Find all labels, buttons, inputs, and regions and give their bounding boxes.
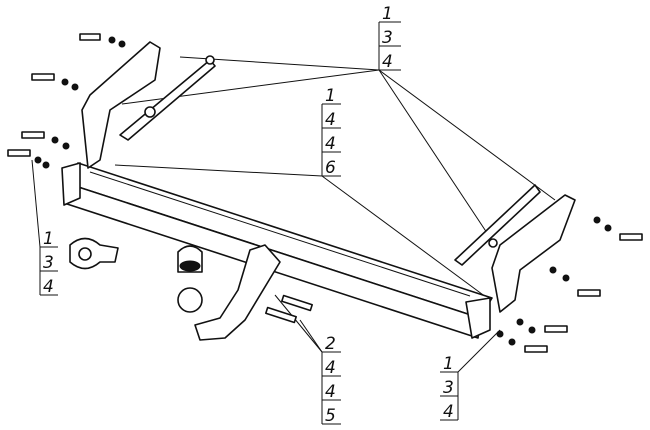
callout-number: 2 [325,334,336,354]
callout-number: 4 [443,402,454,422]
callout-top-right: 1 3 4 [378,4,401,72]
callout-number: 4 [325,358,336,378]
bolt-group-ball-mount [265,294,313,324]
callout-number: 3 [43,253,54,273]
callout-number: 1 [43,229,54,249]
fasteners [7,33,643,353]
callout-bottom-center: 2 4 4 5 [321,334,341,426]
callout-left: 1 3 4 [39,229,58,297]
callout-number: 5 [325,406,336,426]
callout-number: 1 [443,354,454,374]
callout-number: 1 [325,86,336,106]
right-bracket [454,184,576,313]
callout-number: 1 [382,4,393,24]
bolt-group-top-left [7,33,126,169]
bolt-group-right [496,216,643,353]
tow-ball-assembly [69,237,281,341]
callout-number: 4 [325,382,336,402]
callout-number: 4 [325,134,336,154]
callout-bottom-right: 1 3 4 [440,354,459,422]
callout-number: 3 [443,378,454,398]
left-bracket [81,41,216,169]
callout-number: 4 [382,52,393,72]
callout-number: 4 [325,110,336,130]
callout-number: 6 [325,158,336,178]
callout-center: 1 4 4 6 [321,86,341,178]
leader-lines [31,56,556,373]
callout-number: 4 [43,277,54,297]
callout-number: 3 [382,28,393,48]
